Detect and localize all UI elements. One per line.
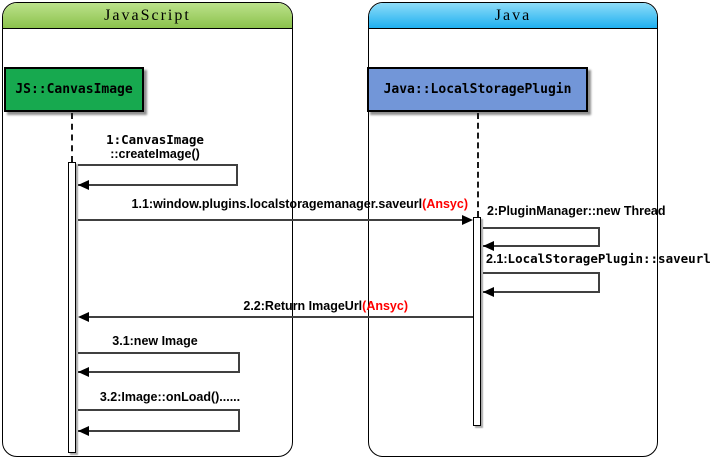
message-2-1-label: 2.1:LocalStoragePlugin::saveurl: [486, 251, 711, 266]
message-3-2-self-arrow: [78, 409, 240, 432]
message-1-self-arrow: [78, 164, 238, 186]
message-2-1-name: LocalStoragePlugin::saveurl: [507, 251, 711, 266]
object-js-canvasimage: JS::CanvasImage: [4, 67, 144, 112]
message-2-label: 2:PluginManager::new Thread: [487, 204, 666, 218]
message-2-2-label: 2.2:Return ImageUrl(Ansyc): [78, 299, 408, 313]
message-2-1-arrowhead-icon: [483, 287, 494, 297]
frame-javascript-header: JavaScript: [3, 3, 292, 29]
message-3-2-label: 3.2:Image::onLoad()......: [99, 390, 241, 404]
message-3-1-self-arrow: [78, 352, 240, 373]
frame-javascript-title: JavaScript: [104, 6, 191, 24]
message-1-1-text: 1.1:window.plugins.localstoragemanager.s…: [131, 197, 423, 211]
message-1-1-async-tag: (Ansyc): [422, 197, 468, 211]
message-1-line2: ::createImage(): [110, 147, 200, 162]
message-1-arrowhead-icon: [78, 180, 89, 190]
message-3-1-label: 3.1:new Image: [112, 334, 198, 348]
message-1-label: 1:CanvasImage ::createImage(): [80, 132, 230, 162]
message-2-2-text: 2.2:Return ImageUrl: [243, 299, 363, 313]
message-1-1-arrowhead-icon: [462, 215, 473, 225]
message-2-2-arrowhead-icon: [78, 312, 89, 322]
message-2-1-prefix: 2.1:: [486, 252, 508, 266]
lifeline-js: [71, 113, 73, 162]
frame-java: Java: [368, 2, 658, 457]
message-3-2-arrowhead-icon: [78, 426, 89, 436]
message-2-arrowhead-icon: [483, 241, 494, 251]
frame-java-header: Java: [369, 3, 657, 29]
frame-java-title: Java: [494, 6, 532, 24]
message-2-1-self-arrow: [483, 272, 600, 293]
message-2-2-line: [88, 316, 473, 318]
object-js-canvasimage-label: JS::CanvasImage: [15, 82, 133, 97]
activation-bar-java: [473, 217, 481, 426]
lifeline-java: [477, 113, 479, 217]
message-2-2-async-tag: (Ansyc): [362, 299, 408, 313]
object-java-localstorageplugin: Java::LocalStoragePlugin: [367, 67, 588, 112]
message-1-line1: 1:CanvasImage: [106, 132, 204, 147]
message-2-self-arrow: [483, 227, 600, 247]
message-3-1-arrowhead-icon: [78, 367, 89, 377]
message-1-1-line: [78, 219, 463, 221]
object-java-localstorageplugin-label: Java::LocalStoragePlugin: [383, 82, 572, 97]
activation-bar-js: [68, 162, 76, 453]
message-1-1-label: 1.1:window.plugins.localstoragemanager.s…: [78, 197, 468, 211]
